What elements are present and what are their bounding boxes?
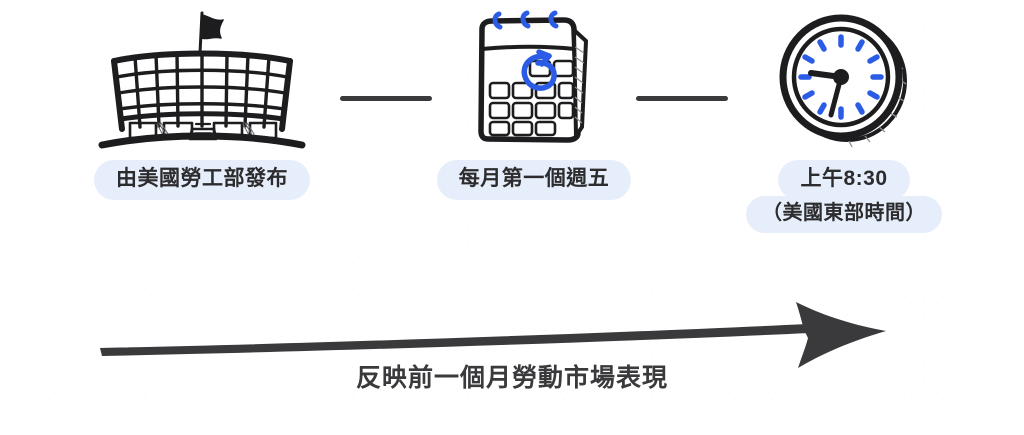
flow-caption: 反映前一個月勞動市場表現 <box>355 364 668 392</box>
step-publisher-labels: 由美國勞工部發布 <box>72 160 332 201</box>
step-schedule: 每月第一個週五 <box>404 0 664 201</box>
step-publisher: 由美國勞工部發布 <box>72 0 332 201</box>
step-release-time-label: 上午8:30 <box>778 160 910 201</box>
flow-arrow <box>96 300 896 370</box>
step-publisher-label: 由美國勞工部發布 <box>94 160 310 201</box>
step-schedule-label: 每月第一個週五 <box>436 160 632 201</box>
step-release-time: 上午8:30 （美國東部時間） <box>714 0 974 234</box>
step-release-time-sublabel: （美國東部時間） <box>746 196 942 234</box>
dash-1 <box>340 96 432 101</box>
government-building-icon <box>72 0 332 160</box>
dash-2 <box>636 96 728 101</box>
step-schedule-labels: 每月第一個週五 <box>404 160 664 201</box>
calendar-icon <box>404 0 664 160</box>
clock-icon <box>714 0 974 160</box>
step-release-time-labels: 上午8:30 （美國東部時間） <box>714 160 974 234</box>
